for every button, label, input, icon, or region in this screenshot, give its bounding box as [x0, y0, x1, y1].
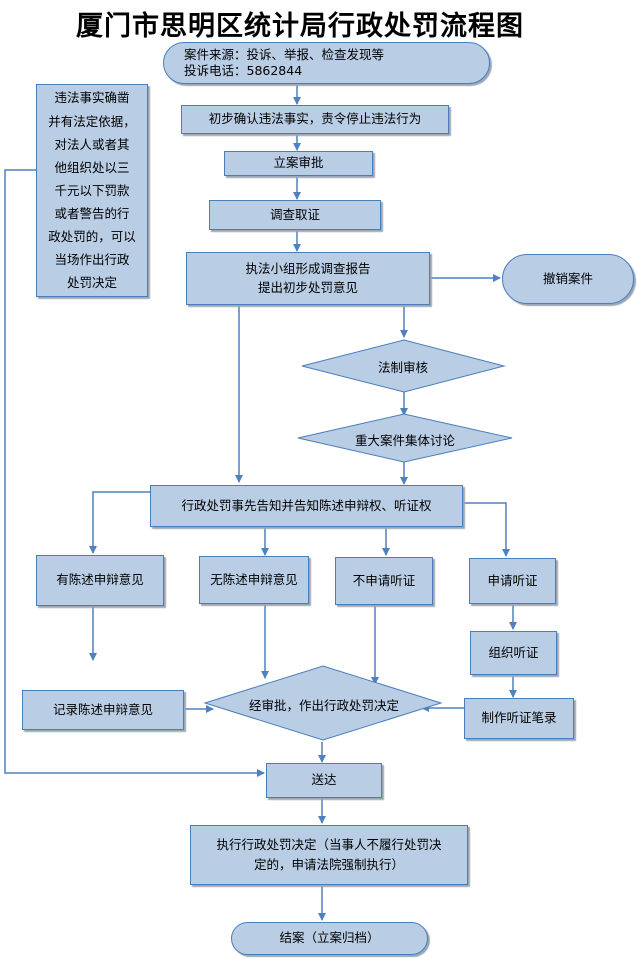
- node-hearing-record: 制作听证笔录: [464, 698, 574, 739]
- node-confirm-facts: 初步确认违法事实，责令停止违法行为: [181, 105, 449, 134]
- node-deliver: 送达: [266, 763, 382, 798]
- node-on-the-spot-note: 违法事实确凿 并有法定依据， 对法人或者其 他组织处以三 千元以下罚款 或者警告…: [36, 84, 148, 297]
- arrow-notify-has: [89, 491, 150, 554]
- diamond-decision: [203, 665, 443, 741]
- node-apply-hearing: 申请听证: [469, 558, 556, 604]
- node-case-source: 案件来源：投诉、举报、检查发现等 投诉电话：5862844: [163, 42, 490, 84]
- diamond-legal-review: [301, 339, 506, 393]
- node-organize-hearing: 组织听证: [470, 631, 557, 675]
- diamond-legal-review-label: 法制审核: [377, 360, 428, 375]
- page-title: 厦门市思明区统计局行政处罚流程图: [76, 11, 524, 42]
- diamond-decision-label: 经审批，作出行政处罚决定: [248, 698, 399, 713]
- arrow-notify-apply: [463, 502, 510, 557]
- node-execute-decision: 执行行政处罚决定（当事人不履行处罚决 定的，申请法院强制执行）: [190, 825, 468, 885]
- node-filing-approval: 立案审批: [224, 151, 373, 176]
- node-revoke-case: 撤销案件: [502, 254, 634, 304]
- node-close-case: 结案（立案归档）: [231, 922, 428, 955]
- node-has-statement: 有陈述申辩意见: [36, 555, 164, 606]
- arrow-leftnote-deliver: [4, 169, 265, 777]
- node-no-hearing: 不申请听证: [335, 557, 433, 605]
- diamond-collective-label: 重大案件集体讨论: [354, 433, 455, 448]
- node-prior-notice: 行政处罚事先告知并告知陈述申辩权、听证权: [150, 485, 463, 527]
- node-investigation-report: 执法小组形成调查报告 提出初步处罚意见: [186, 252, 430, 305]
- node-investigation: 调查取证: [209, 200, 381, 230]
- diamond-collective: [297, 413, 513, 463]
- node-record-statement: 记录陈述申辩意见: [22, 690, 184, 730]
- node-no-statement: 无陈述申辩意见: [199, 556, 309, 604]
